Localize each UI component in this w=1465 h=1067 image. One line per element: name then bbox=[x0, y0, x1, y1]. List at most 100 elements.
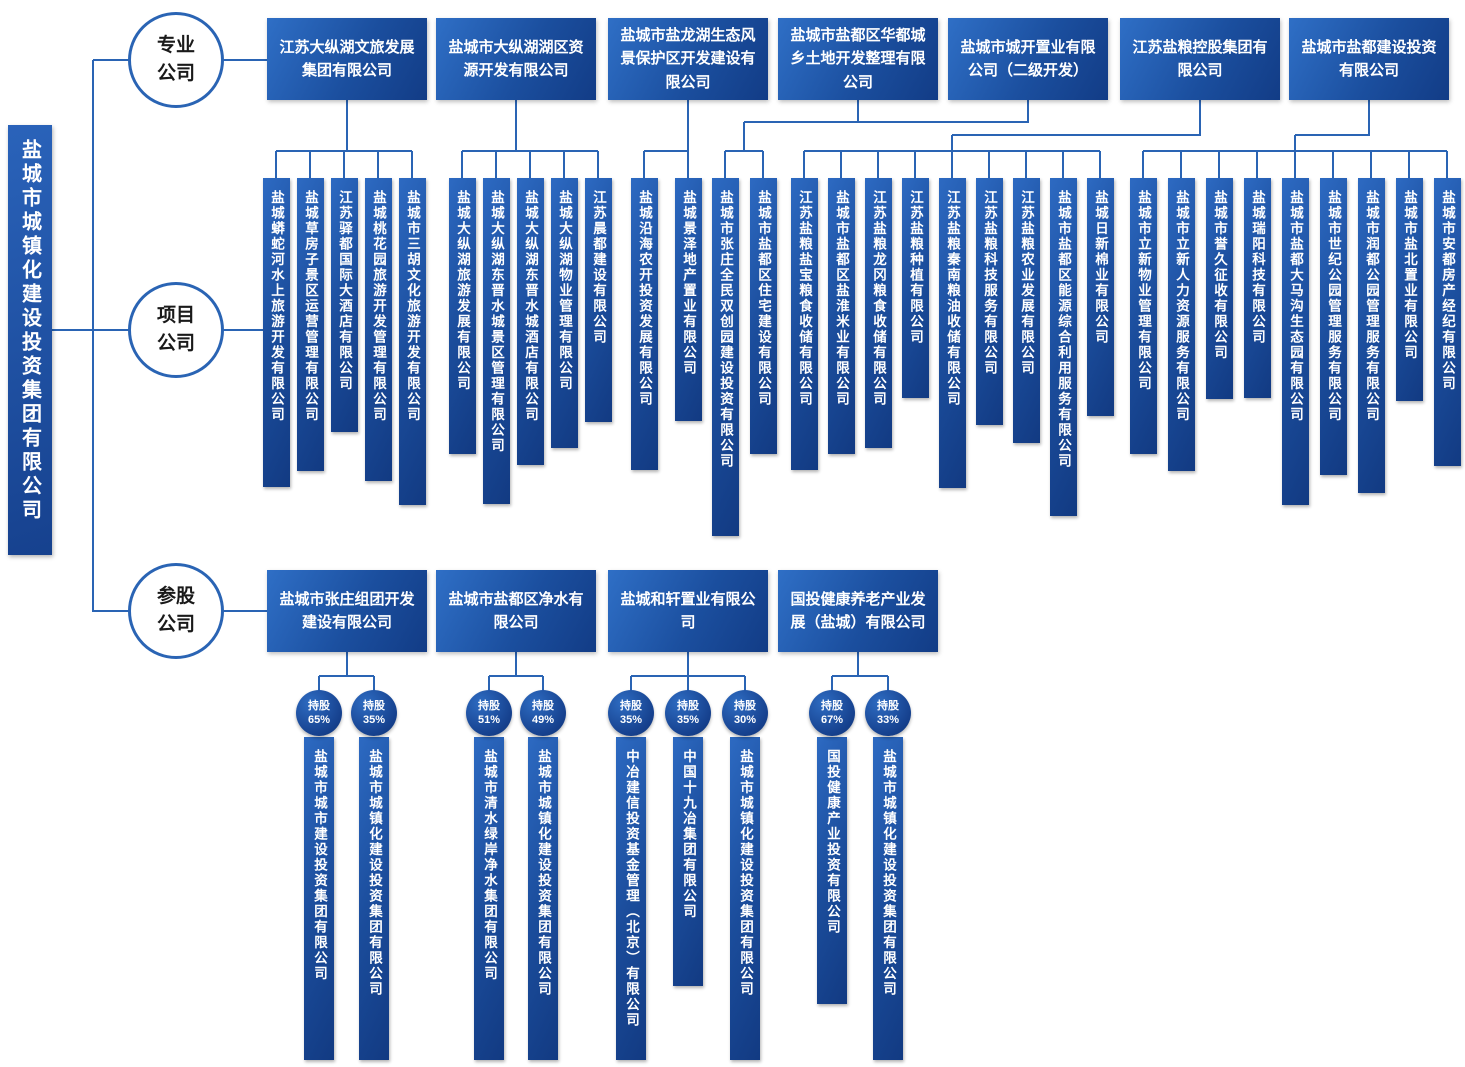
holding-pct: 30% bbox=[733, 714, 757, 726]
project-company-bar: 盐城市立新物业管理有限公司 bbox=[1129, 178, 1157, 454]
project-company-bar: 盐城市润都公园管理服务有限公司 bbox=[1357, 178, 1385, 493]
project-company-bar: 盐城大纵湖东晋水城酒店有限公司 bbox=[516, 178, 544, 465]
holding-label: 持股 bbox=[821, 699, 843, 712]
professional-company-label: 江苏大纵湖文旅发展集团有限公司 bbox=[279, 38, 415, 79]
connector-line bbox=[489, 675, 543, 677]
connector-line bbox=[1099, 151, 1101, 182]
connector-line bbox=[1408, 151, 1410, 182]
connector-line bbox=[495, 151, 497, 182]
holding-circle: 持股 35% bbox=[351, 690, 397, 736]
subsidiary-bar: 盐城市城镇化建设投资集团有限公司 bbox=[359, 737, 389, 1060]
project-company-bar: 江苏盐粮农业发展有限公司 bbox=[1012, 178, 1040, 443]
connector-line bbox=[529, 151, 531, 182]
connector-line bbox=[1062, 151, 1064, 182]
holding-pct: 35% bbox=[362, 714, 386, 726]
project-company-bar: 盐城大纵湖旅游发展有限公司 bbox=[448, 178, 476, 454]
project-company-label: 盐城大纵湖物业管理有限公司 bbox=[557, 190, 572, 392]
professional-company-box: 盐城市盐龙湖生态风景保护区开发建设有限公司 bbox=[608, 18, 768, 100]
professional-company-label: 盐城市盐都建设投资有限公司 bbox=[1301, 38, 1437, 79]
connector-line bbox=[951, 151, 953, 182]
project-company-bar: 盐城市盐都区盐淮米业有限公司 bbox=[827, 178, 855, 454]
connector-line bbox=[563, 151, 565, 182]
subsidiary-bar: 盐城市城镇化建设投资集团有限公司 bbox=[873, 737, 903, 1060]
holding-label: 持股 bbox=[677, 699, 699, 712]
connector-line bbox=[373, 676, 375, 692]
project-company-label: 盐城市盐都区盐淮米业有限公司 bbox=[834, 190, 849, 407]
project-company-label: 盐城蟒蛇河水上旅游开发有限公司 bbox=[269, 190, 284, 423]
connector-line bbox=[887, 676, 889, 692]
holding-pct: 65% bbox=[307, 714, 331, 726]
connector-line bbox=[1446, 151, 1448, 182]
project-company-label: 盐城市盐北置业有限公司 bbox=[1402, 190, 1417, 361]
connector-line bbox=[857, 100, 859, 122]
project-company-bar: 盐城瑞阳科技有限公司 bbox=[1243, 178, 1271, 398]
connector-line bbox=[914, 151, 916, 182]
holding-pct: 35% bbox=[619, 714, 643, 726]
project-company-bar: 江苏晨都建设有限公司 bbox=[584, 178, 612, 422]
project-company-bar: 盐城景泽地产置业有限公司 bbox=[674, 178, 702, 421]
connector-line bbox=[840, 151, 842, 182]
project-company-bar: 盐城市世纪公园管理服务有限公司 bbox=[1319, 178, 1347, 475]
project-company-bar: 盐城市盐都区住宅建设有限公司 bbox=[749, 178, 777, 454]
project-company-label: 盐城市安都房产经纪有限公司 bbox=[1440, 190, 1455, 392]
root-company-label: 盐城市城镇化建设投资集团有限公司 bbox=[18, 139, 41, 523]
connector-line bbox=[877, 151, 879, 182]
connector-line bbox=[1027, 100, 1029, 122]
subsidiary-bar: 盐城市清水绿岸净水集团有限公司 bbox=[474, 737, 504, 1060]
holding-circle: 持股 30% bbox=[722, 690, 768, 736]
connector-line bbox=[725, 150, 763, 152]
connector-line bbox=[1332, 151, 1334, 182]
connector-line bbox=[92, 60, 94, 612]
connector-line bbox=[1295, 134, 1370, 136]
subsidiary-bar: 中国十九冶集团有限公司 bbox=[673, 737, 703, 986]
project-company-label: 盐城市润都公园管理服务有限公司 bbox=[1364, 190, 1379, 423]
connector-line bbox=[1368, 100, 1370, 135]
subsidiary-bar: 国投健康产业投资有限公司 bbox=[817, 737, 847, 1004]
professional-company-box: 江苏大纵湖文旅发展集团有限公司 bbox=[267, 18, 427, 100]
holding-label: 持股 bbox=[620, 699, 642, 712]
professional-company-box: 盐城市城开置业有限公司（二级开发） bbox=[948, 18, 1108, 100]
project-company-bar: 盐城大纵湖物业管理有限公司 bbox=[550, 178, 578, 448]
connector-line bbox=[831, 676, 833, 692]
connector-line bbox=[377, 151, 379, 182]
branch-label-professional: 专业公司 bbox=[156, 35, 195, 84]
professional-company-box: 盐城市盐都建设投资有限公司 bbox=[1289, 18, 1449, 100]
connector-line bbox=[597, 151, 599, 182]
connector-line bbox=[687, 676, 689, 692]
project-company-label: 盐城大纵湖旅游发展有限公司 bbox=[455, 190, 470, 392]
project-company-label: 盐城沿海农开投资发展有限公司 bbox=[637, 190, 652, 407]
project-company-bar: 盐城市安都房产经纪有限公司 bbox=[1433, 178, 1461, 466]
connector-line bbox=[832, 675, 888, 677]
project-company-label: 盐城市立新人力资源服务有限公司 bbox=[1174, 190, 1189, 423]
project-company-bar: 盐城市三胡文化旅游开发有限公司 bbox=[398, 178, 426, 505]
holding-label: 持股 bbox=[734, 699, 756, 712]
shareholding-company-label: 盐城和轩置业有限公司 bbox=[620, 590, 756, 631]
branch-circle-project: 项目公司 bbox=[128, 282, 224, 378]
subsidiary-bar: 盐城市城镇化建设投资集团有限公司 bbox=[528, 737, 558, 1060]
professional-company-box: 盐城市盐都区华都城乡土地开发整理有限公司 bbox=[778, 18, 938, 100]
project-company-label: 盐城草房子景区运营管理有限公司 bbox=[303, 190, 318, 423]
professional-company-label: 盐城市盐都区华都城乡土地开发整理有限公司 bbox=[790, 27, 926, 91]
project-company-label: 盐城桃花园旅游开发管理有限公司 bbox=[371, 190, 386, 423]
project-company-label: 盐城市盐都区住宅建设有限公司 bbox=[756, 190, 771, 407]
subsidiary-label: 盐城市城市建设投资集团有限公司 bbox=[312, 749, 327, 982]
root-company-box: 盐城市城镇化建设投资集团有限公司 bbox=[8, 125, 52, 555]
connector-line bbox=[724, 151, 726, 182]
connector-line bbox=[319, 675, 374, 677]
professional-company-label: 江苏盐粮控股集团有限公司 bbox=[1132, 38, 1268, 79]
branch-circle-professional: 专业公司 bbox=[128, 12, 224, 108]
connector-line bbox=[93, 610, 130, 612]
project-company-bar: 江苏盐粮种植有限公司 bbox=[901, 178, 929, 398]
professional-company-box: 盐城市大纵湖湖区资源开发有限公司 bbox=[436, 18, 596, 100]
connector-line bbox=[803, 151, 805, 182]
connector-line bbox=[1294, 151, 1296, 182]
project-company-label: 江苏驿都国际大酒店有限公司 bbox=[337, 190, 352, 392]
holding-label: 持股 bbox=[877, 699, 899, 712]
holding-label: 持股 bbox=[363, 699, 385, 712]
project-company-label: 盐城市盐都大马沟生态园有限公司 bbox=[1288, 190, 1303, 423]
connector-line bbox=[1218, 151, 1220, 182]
project-company-label: 盐城市盐都区能源综合利用服务有限公司 bbox=[1056, 190, 1071, 469]
connector-line bbox=[952, 134, 1201, 136]
subsidiary-label: 盐城市清水绿岸净水集团有限公司 bbox=[482, 749, 497, 982]
